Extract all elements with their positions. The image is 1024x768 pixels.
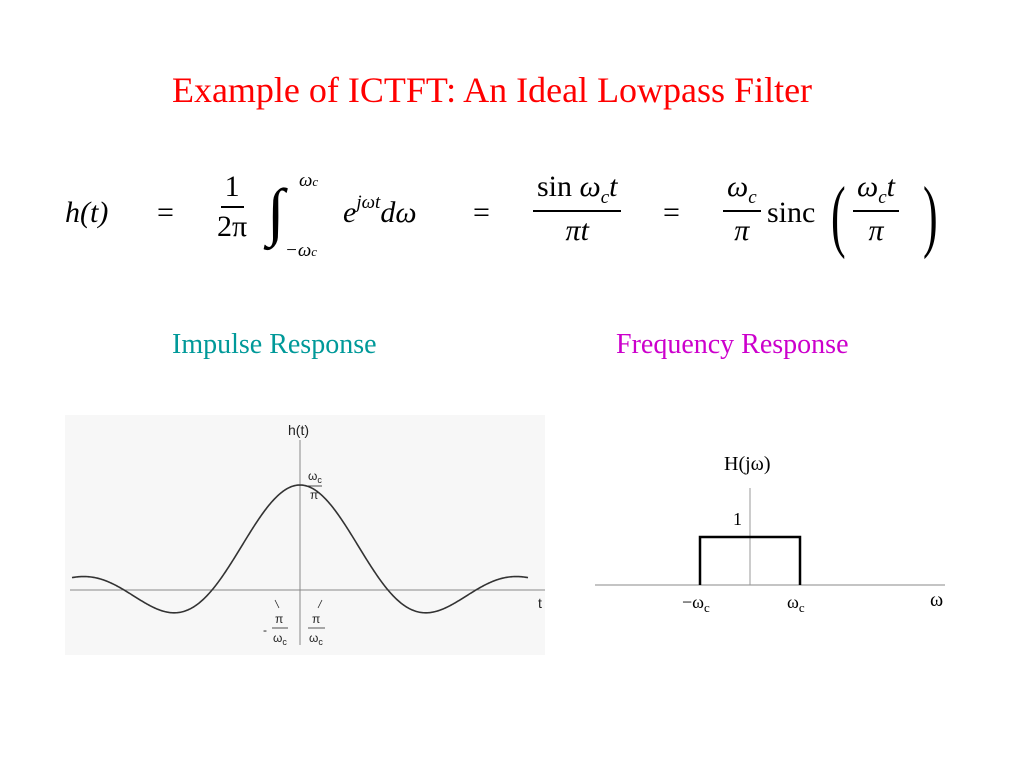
integral-lower-limit: −ωc bbox=[285, 240, 318, 261]
integrand: ejωtdω bbox=[343, 192, 417, 229]
fraction-denominator: 2π bbox=[217, 210, 248, 243]
svg-text:π: π bbox=[312, 612, 320, 626]
impulse-plot-background bbox=[65, 415, 545, 655]
ideal-lowpass-equation: h(t) = 1 2π ∫ ωc −ωc ejωtdω = sin ωct πt… bbox=[55, 160, 955, 270]
freq-x-label: ω bbox=[930, 589, 943, 611]
peak-label: ωc π bbox=[308, 469, 322, 502]
sinc-curve bbox=[71, 484, 529, 614]
impulse-response-label: Impulse Response bbox=[172, 329, 377, 360]
fraction-one-over-two-pi: 1 2π bbox=[213, 170, 251, 244]
fraction-omega-over-pi: ωc π bbox=[723, 170, 761, 248]
fraction-sinc-argument: ωct π bbox=[853, 170, 899, 248]
equation-lhs: h(t) bbox=[65, 196, 109, 229]
slide-title: Example of ICTFT: An Ideal Lowpass Filte… bbox=[171, 70, 813, 110]
svg-text:π: π bbox=[310, 488, 318, 502]
integral-upper-limit: ωc bbox=[299, 170, 319, 191]
equals-sign-3: = bbox=[663, 196, 680, 229]
fraction-numerator: 1 bbox=[220, 170, 244, 208]
neg-cutoff-label: −ωc bbox=[682, 592, 710, 615]
sinc-function: sinc bbox=[767, 196, 816, 229]
impulse-x-label: t bbox=[538, 595, 542, 611]
svg-text:ωc: ωc bbox=[308, 469, 322, 485]
negative-zero-label: - π ωc bbox=[263, 612, 288, 647]
level-one-label: 1 bbox=[733, 509, 742, 529]
neg-zero-pointer bbox=[274, 599, 280, 609]
svg-text:ωc: ωc bbox=[309, 631, 323, 647]
lowpass-rect bbox=[698, 535, 802, 585]
positive-zero-label: π ωc bbox=[308, 612, 325, 647]
fraction-sin-over-pi-t: sin ωct πt bbox=[533, 170, 622, 248]
freq-y-label: H(jω) bbox=[724, 453, 770, 475]
frequency-response-label: Frequency Response bbox=[616, 329, 849, 360]
impulse-y-label: h(t) bbox=[288, 422, 309, 438]
right-paren: ) bbox=[922, 172, 938, 260]
frequency-response-plot: H(jω) 1 ω −ωc ωc bbox=[595, 453, 945, 615]
svg-text:ωc: ωc bbox=[273, 631, 287, 647]
svg-text:-: - bbox=[263, 623, 267, 637]
pos-cutoff-label: ωc bbox=[787, 592, 805, 615]
equals-sign-1: = bbox=[157, 196, 174, 229]
left-paren: ( bbox=[830, 172, 846, 260]
integral-sign: ∫ bbox=[267, 176, 285, 247]
svg-text:π: π bbox=[275, 612, 283, 626]
impulse-response-plot: h(t) t ωc π - π ωc π ωc bbox=[65, 415, 545, 655]
equals-sign-2: = bbox=[473, 196, 490, 229]
pos-zero-pointer bbox=[317, 599, 323, 609]
